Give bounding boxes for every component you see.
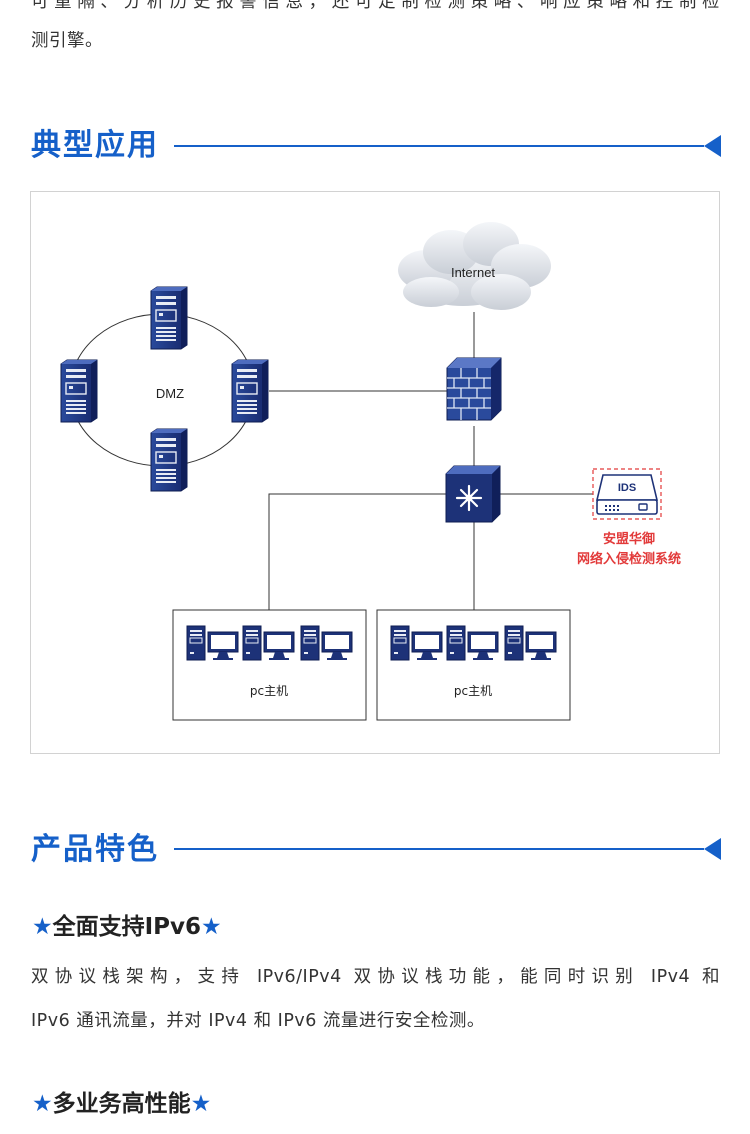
pc-left-3-icon <box>300 625 353 661</box>
star-icon: ★ <box>32 1091 53 1117</box>
feature-title-performance: ★多业务高性能★ <box>32 1089 211 1119</box>
feature-desc-line-2: IPv6 通讯流量，并对 IPv4 和 IPv6 流量进行安全检测。 <box>31 1011 485 1031</box>
ids-caption-line-1: 安盟华御 <box>603 531 655 547</box>
section-divider-arrow-icon <box>704 838 721 860</box>
intro-line-1: 可重隔、分析历史报警信息，还可定制检测策略、响应策略和控制检 <box>31 0 720 12</box>
dmz-server-right-icon <box>231 359 269 423</box>
network-diagram-svg: Internet DMZ IDS 安盟华御 网络入侵检测系统 pc主机 pc主机 <box>60 222 681 721</box>
pc-left-1-icon <box>186 625 239 661</box>
dmz-server-top-icon <box>150 286 188 350</box>
pc-group-right-label: pc主机 <box>454 684 492 698</box>
section-title-application: 典型应用 <box>31 128 159 163</box>
pc-group-left-box <box>172 609 367 721</box>
switch-icon <box>445 465 501 523</box>
pc-right-3-icon <box>504 625 557 661</box>
ids-caption-line-2: 网络入侵检测系统 <box>577 551 681 567</box>
internet-label: Internet <box>451 265 495 280</box>
firewall-icon <box>446 357 502 421</box>
star-icon: ★ <box>32 914 53 940</box>
feature-desc-line-1: 双协议栈架构，支持 IPv6/IPv4 双协议栈功能，能同时识别 IPv4 和 <box>31 967 720 987</box>
intro-line-2: 测引擎。 <box>31 31 103 51</box>
pc-right-1-icon <box>390 625 443 661</box>
link-switch-pc-left <box>268 493 446 610</box>
pc-right-2-icon <box>446 625 499 661</box>
internet-cloud-icon <box>398 222 551 310</box>
feature-title-text: 多业务高性能 <box>52 1091 191 1117</box>
feature-title-ipv6: ★全面支持IPv6★ <box>32 912 222 942</box>
dmz-server-bottom-icon <box>150 428 188 492</box>
ids-badge-text: IDS <box>618 482 636 494</box>
dmz-server-left-icon <box>60 359 98 423</box>
pc-left-2-icon <box>242 625 295 661</box>
pc-group-left-label: pc主机 <box>250 684 288 698</box>
section-divider-line <box>174 145 704 147</box>
dmz-label: DMZ <box>156 386 184 401</box>
network-diagram: Internet DMZ IDS 安盟华御 网络入侵检测系统 pc主机 pc主机 <box>30 191 720 754</box>
star-icon: ★ <box>190 1091 212 1117</box>
section-title-features: 产品特色 <box>31 832 159 867</box>
section-divider-line <box>174 848 704 850</box>
pc-group-right-box <box>376 609 571 721</box>
section-divider-arrow-icon <box>704 135 721 157</box>
star-icon: ★ <box>201 914 222 940</box>
ids-device-icon <box>592 468 662 520</box>
feature-title-text: 全面支持IPv6 <box>52 914 202 940</box>
